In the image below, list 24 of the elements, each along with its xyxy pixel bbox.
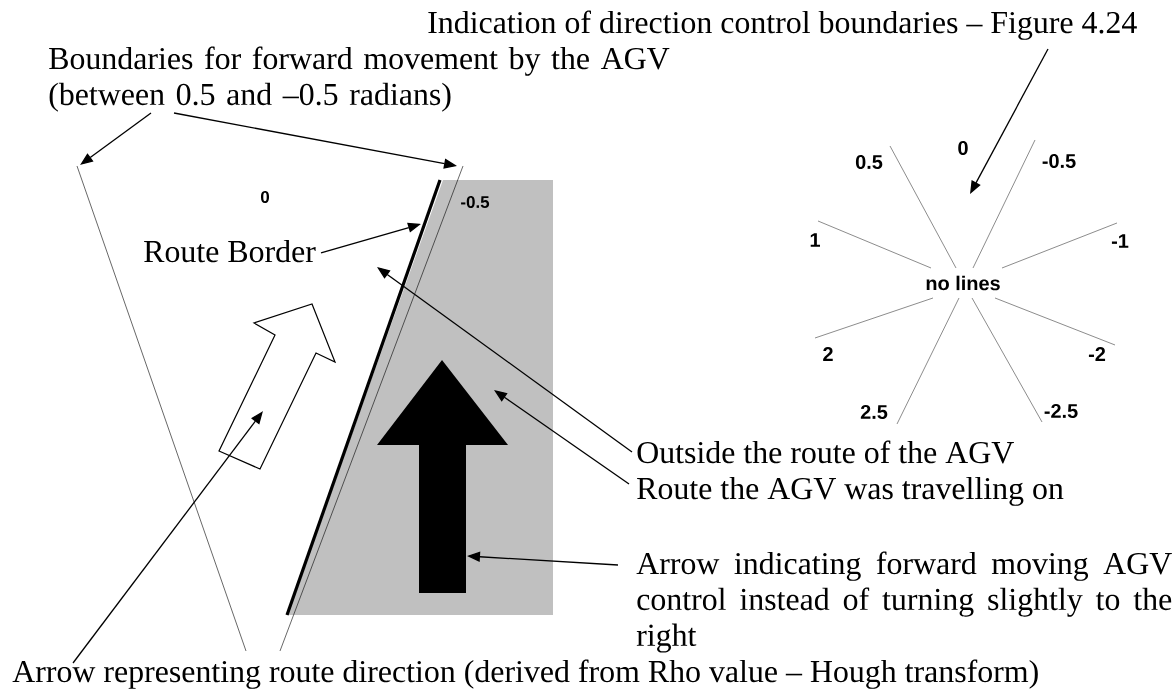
angle-label: -0.5 [1042, 153, 1076, 169]
callout-text: Boundaries for forward movement by the AGV (between 0.5 and –0.5 radians) [49, 46, 670, 112]
leader-line [970, 48, 1049, 194]
callout-text: Outside the route of the AGV [637, 440, 1014, 464]
leader-line [80, 112, 152, 165]
leader-line [494, 390, 630, 485]
callout-text: Arrow representing route direction (derived from Rho value – Hough transform) [12, 659, 1038, 689]
angle-label: 2.5 [860, 404, 888, 420]
callout-text: Route Border [144, 239, 316, 263]
angle-label: 1 [810, 233, 820, 247]
callout-text: Route the AGV was travelling on [637, 476, 1064, 506]
angle-label: -1 [1111, 234, 1129, 248]
callout-text: Arrow indicating forward moving AGV control instead of turning slightly to the right [636, 551, 1172, 653]
angle-label: 0 [958, 140, 968, 156]
callout-text: Indication of direction control boundaries – Figure 4.24 [428, 10, 1137, 40]
center-label: no lines [926, 275, 1000, 291]
leader-line [377, 267, 633, 453]
angle-label: -2.5 [1044, 403, 1078, 419]
angle-label: 0.5 [855, 154, 883, 170]
angle-label: 0 [260, 191, 269, 203]
angle-label: -0.5 [461, 196, 490, 208]
leader-line [72, 411, 263, 664]
angle-label: -2 [1088, 347, 1106, 361]
angle-label: 2 [823, 347, 833, 361]
